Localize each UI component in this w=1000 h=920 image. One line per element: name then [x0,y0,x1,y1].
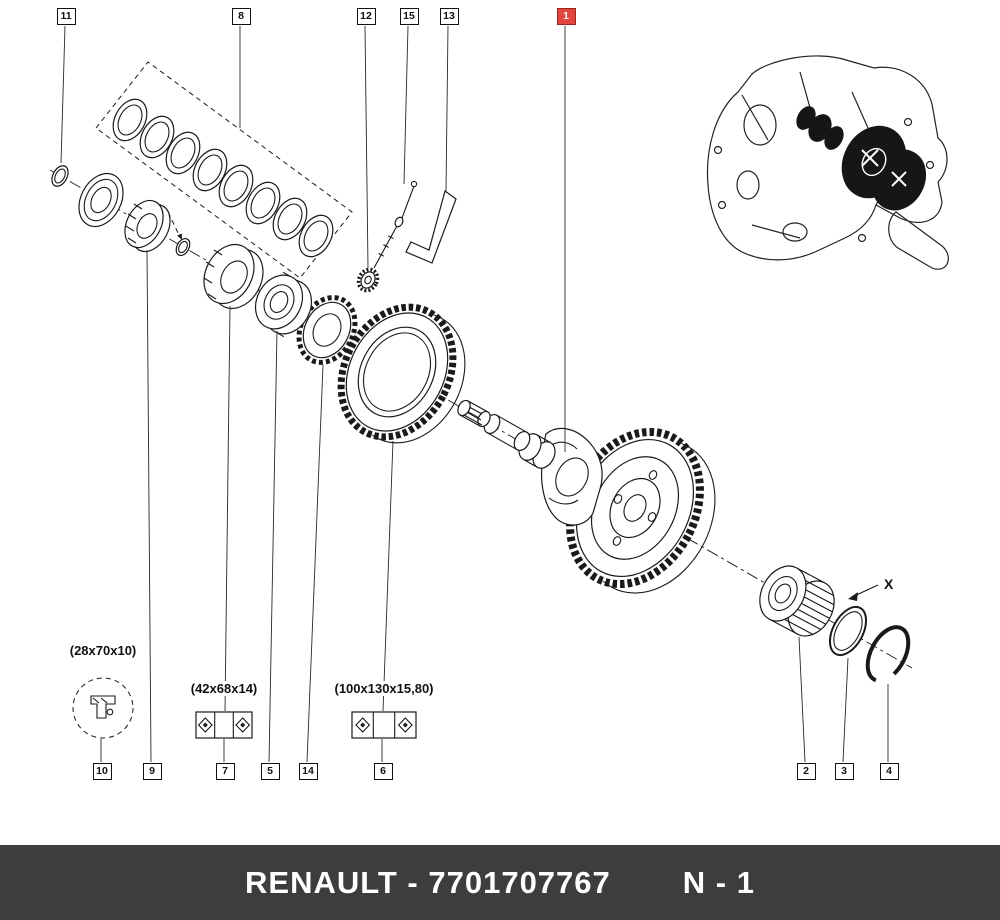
callout-14[interactable]: 14 [298,763,318,780]
callout-3[interactable]: 3 [834,763,854,780]
part-14-lock-washer [296,295,358,365]
part-2-splined-sleeve [759,565,835,637]
exploded-view-diagram [49,25,1000,763]
part-12-adjusting-pinion [356,223,399,293]
part-1-final-drive-assembly [457,399,716,594]
part-4-circlip [865,625,911,683]
seal-cross-section-icon [72,677,134,739]
part-3-snap-ring [828,605,868,657]
callout-15[interactable]: 15 [399,8,419,25]
callout-8[interactable]: 8 [231,8,251,25]
part-15-pin [394,180,418,228]
footer-part-number: RENAULT - 7701707767 [245,864,611,900]
callout-10[interactable]: 10 [92,763,112,780]
part-5-hub [254,271,313,338]
dimension-label-bearing: (42x68x14) [187,681,261,696]
callout-11[interactable]: 11 [56,8,76,25]
callout-12[interactable]: 12 [356,8,376,25]
callout-13[interactable]: 13 [439,8,459,25]
callout-1-highlighted[interactable]: 1 [556,8,576,25]
footer-bar: RENAULT - 7701707767 N - 1 [0,845,1000,920]
callout-4[interactable]: 4 [879,763,899,780]
part-7-taper-bearing [203,243,264,310]
part-9-bearing-cone [124,199,171,253]
callout-7[interactable]: 7 [215,763,235,780]
part-10-bearing [78,172,124,228]
callout-9[interactable]: 9 [142,763,162,780]
install-arrow-icon [177,233,182,240]
axis-direction-arrow-icon [848,584,879,601]
axis-x-label: X [884,576,894,592]
footer-page-ref: N - 1 [682,864,755,900]
callout-2[interactable]: 2 [796,763,816,780]
part-6-ring-gear [337,303,466,444]
dimension-label-ring-gear: (100x130x15,80) [331,681,437,696]
part-8-shim-set [112,98,334,258]
part-11-oring [51,165,69,187]
small-snap-ring [167,211,191,257]
dimension-label-seal: (28x70x10) [66,643,140,658]
leader-lines [60,25,889,763]
shim-set-outline [95,61,353,279]
part-13-bracket [405,190,457,264]
taper-bearing-orientation-icon [195,711,253,739]
pinion-shaft-spline-tip [457,399,471,417]
ring-gear-orientation-icon [351,711,417,739]
gearbox-overview-illustration [707,56,948,269]
callout-6[interactable]: 6 [373,763,393,780]
callout-5[interactable]: 5 [260,763,280,780]
